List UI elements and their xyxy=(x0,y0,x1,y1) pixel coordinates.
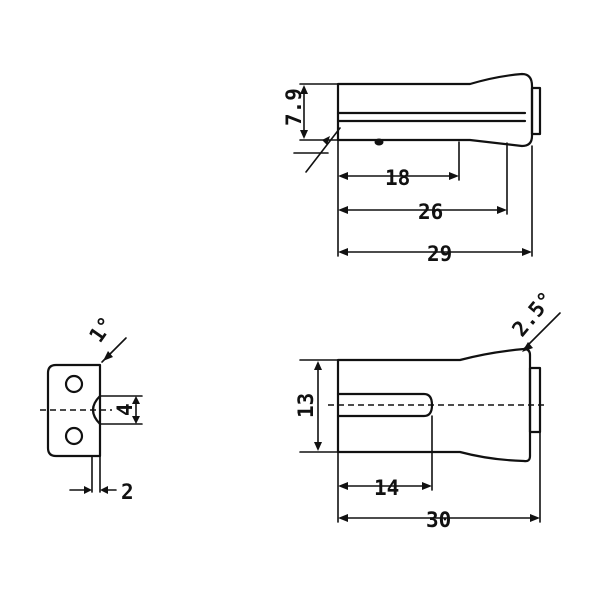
bottom-height-label: 13 xyxy=(294,393,318,418)
end-angle-label: 1° xyxy=(84,312,118,346)
end-view-slot-arc xyxy=(91,394,102,426)
end-view-outline xyxy=(46,363,102,458)
top-groove-label: 26 xyxy=(418,200,443,224)
top-view-body-outline xyxy=(336,72,534,148)
bottom-view-body-outline xyxy=(336,347,532,463)
end-view: 1° 4 2 xyxy=(40,312,143,504)
top-view-hole xyxy=(374,138,384,146)
bottom-slot-label: 14 xyxy=(374,476,399,500)
bottom-taper-label: 2.5° xyxy=(507,287,558,341)
end-offset-label: 2 xyxy=(121,480,134,504)
end-view-upper-hole xyxy=(64,374,84,394)
bottom-taper-leader xyxy=(523,312,561,350)
top-length-label: 29 xyxy=(427,242,452,266)
end-slot-label: 4 xyxy=(113,403,137,416)
top-view-end-cap xyxy=(530,86,542,136)
top-angle-leader xyxy=(305,127,341,173)
top-height-label: 7.9 xyxy=(282,88,306,126)
end-view-lower-hole xyxy=(64,426,84,446)
bottom-view-end-cap xyxy=(528,366,542,434)
bottom-length-label: 30 xyxy=(426,508,451,532)
bottom-view: 13 2.5° 14 30 xyxy=(294,287,561,532)
top-slot-label: 18 xyxy=(385,166,410,190)
top-view: 7.9 18 26 29 xyxy=(282,72,542,266)
